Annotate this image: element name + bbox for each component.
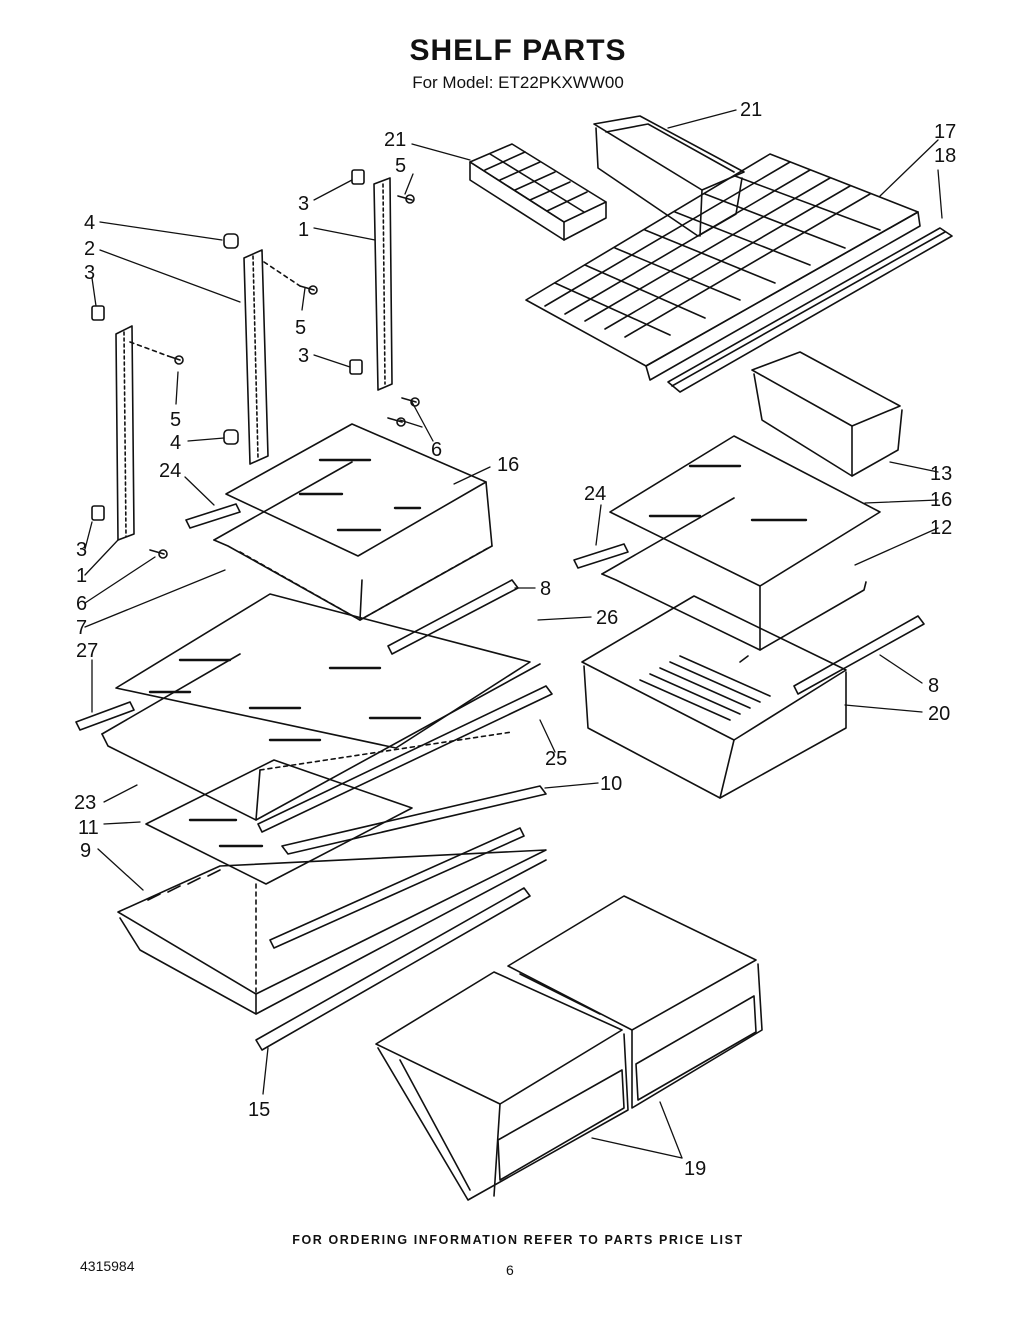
callout-16-right: 16 <box>930 489 952 511</box>
crisper-drawer-left <box>375 971 629 1201</box>
callout-18: 18 <box>934 145 956 167</box>
crisper-drawer-right <box>507 895 763 1109</box>
callout-5-left: 5 <box>170 409 181 431</box>
ice-cube-tray <box>469 143 607 241</box>
shelf-ladder-rails <box>115 177 393 541</box>
callout-23-left: 24 <box>159 460 181 482</box>
callout-27: 27 <box>76 640 98 662</box>
model-number-line: For Model: ET22PKXWW00 <box>412 73 624 92</box>
document-number: 4315984 <box>80 1258 135 1274</box>
callout-10: 10 <box>600 773 622 795</box>
upper-left-shelf <box>185 423 519 655</box>
wire-shelf <box>525 153 921 381</box>
callout-8-right: 8 <box>928 675 939 697</box>
middle-shelf-assembly <box>75 593 553 833</box>
callout-12: 12 <box>930 517 952 539</box>
callout-1-top: 1 <box>298 219 309 241</box>
crisper-cover-frame <box>117 827 547 1051</box>
door-bin-lower <box>751 351 903 477</box>
callout-6-upper: 6 <box>431 439 442 461</box>
callout-labels: 21 5 3 1 4 2 3 5 3 5 4 24 6 16 3 1 6 7 2… <box>74 99 956 1180</box>
meat-keeper-pan <box>581 595 925 799</box>
callout-3-top: 3 <box>298 193 309 215</box>
callout-2: 2 <box>84 238 95 260</box>
leader-lines <box>84 109 943 1159</box>
callout-4-top: 4 <box>84 212 95 234</box>
page-number: 6 <box>506 1262 514 1278</box>
callout-16-left: 16 <box>497 454 519 476</box>
callout-8-left: 8 <box>540 578 551 600</box>
callout-3-middle: 3 <box>298 345 309 367</box>
callout-21: 21 <box>740 99 762 121</box>
callout-20: 20 <box>928 703 950 725</box>
callout-3-left: 3 <box>84 262 95 284</box>
callout-7: 7 <box>76 617 87 639</box>
callout-5-middle: 5 <box>295 317 306 339</box>
callout-19: 19 <box>684 1158 706 1180</box>
callout-4-lower: 4 <box>170 432 181 454</box>
callout-13: 13 <box>930 463 952 485</box>
callout-26: 26 <box>596 607 618 629</box>
callout-23-right: 24 <box>584 483 606 505</box>
rail-clips-and-screws <box>91 169 420 559</box>
callout-3-lower: 3 <box>76 539 87 561</box>
callout-25: 25 <box>545 748 567 770</box>
door-bin-upper <box>593 115 745 237</box>
wire-shelf-trim <box>667 227 953 393</box>
ordering-information-note: FOR ORDERING INFORMATION REFER TO PARTS … <box>292 1233 744 1247</box>
callout-22: 21 <box>384 129 406 151</box>
callout-15: 15 <box>248 1099 270 1121</box>
callout-6-lower: 6 <box>76 593 87 615</box>
callout-11: 11 <box>78 817 99 839</box>
lower-glass-shelf <box>145 759 547 885</box>
upper-right-shelf <box>573 435 881 651</box>
callout-24: 23 <box>74 792 96 814</box>
callout-1-lower: 1 <box>76 565 87 587</box>
callout-5-top: 5 <box>395 155 406 177</box>
callout-9: 9 <box>80 840 91 862</box>
page-title: SHELF PARTS <box>409 34 627 67</box>
callout-17: 17 <box>934 121 956 143</box>
